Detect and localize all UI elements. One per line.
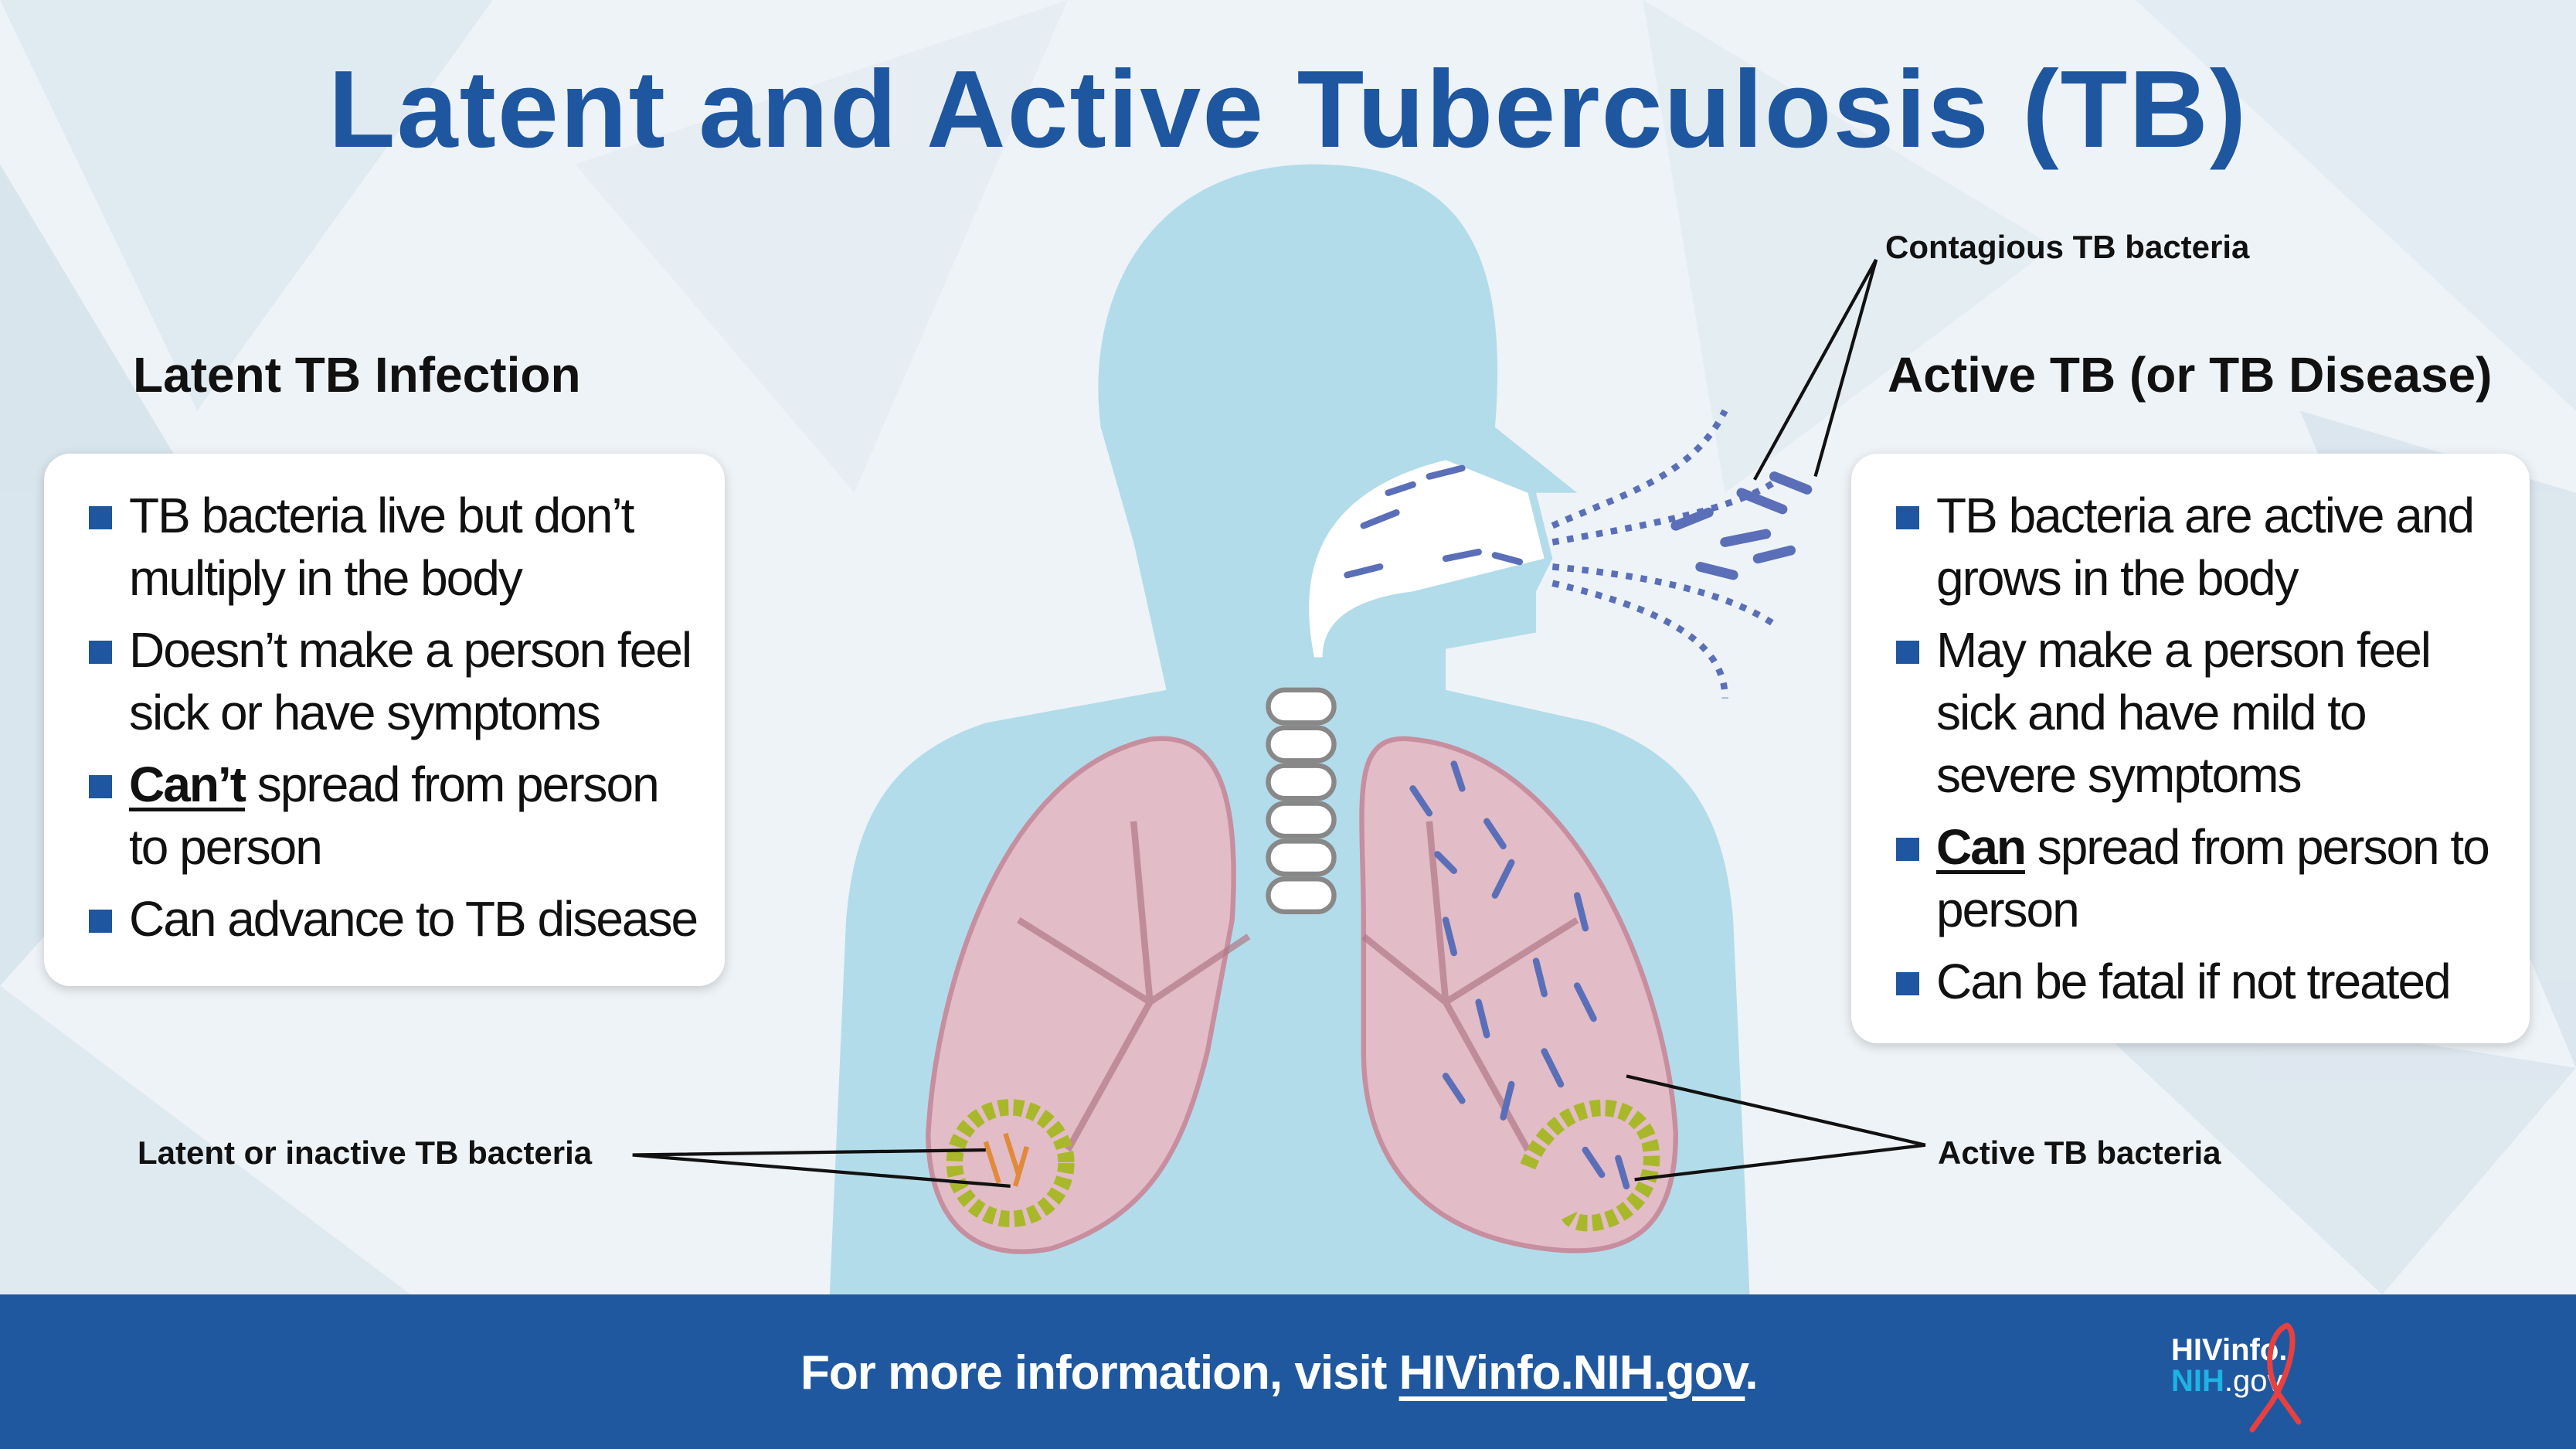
footer-text: For more information, visit HIVinfo.NIH.… (800, 1346, 1759, 1400)
red-ribbon-icon (2249, 1322, 2302, 1433)
active-bullet: Can be fatal if not treated (1896, 951, 2506, 1013)
latent-bullet: Can advance to TB disease (89, 888, 702, 951)
contagious-bacteria (1670, 471, 1813, 580)
bronchi (1017, 821, 1579, 1152)
hivinfo-link[interactable]: HIVinfo.NIH.gov (1398, 1346, 1746, 1400)
active-info-box: TB bacteria are active and grows in the … (1851, 454, 2530, 1043)
active-bullet: May make a person feel sick and have mil… (1896, 619, 2506, 807)
bullet-square-icon (89, 775, 112, 798)
contagious-callout: Contagious TB bacteria (1885, 229, 2250, 265)
airway (1309, 460, 1545, 658)
latent-callout: Latent or inactive TB bacteria (138, 1134, 593, 1171)
latent-bullet: Can’t spread from person to person (89, 753, 702, 879)
latent-heading: Latent TB Infection (133, 347, 581, 403)
lungs (926, 736, 1678, 1254)
right-lung (1359, 736, 1678, 1253)
active-bullet: Can spread from person to person (1896, 816, 2506, 941)
bullet-square-icon (1896, 506, 1919, 529)
cough-spray (1551, 409, 1785, 699)
trachea (1266, 687, 1337, 915)
active-heading: Active TB (or TB Disease) (1888, 347, 2493, 403)
left-lung (926, 736, 1236, 1254)
bullet-square-icon (1896, 838, 1919, 861)
page-title: Latent and Active Tuberculosis (TB) (328, 48, 2248, 171)
granuloma-active (1520, 1099, 1660, 1232)
latent-bullet: Doesn’t make a person feel sick or have … (89, 619, 702, 744)
bullet-square-icon (1896, 641, 1919, 664)
latent-info-box: TB bacteria live but don’t multiply in t… (44, 454, 725, 986)
bullet-square-icon (89, 506, 112, 529)
active-bullet: TB bacteria are active and grows in the … (1896, 485, 2506, 610)
callout-lines (632, 258, 1926, 1188)
bullet-square-icon (89, 910, 112, 933)
latent-bullet: TB bacteria live but don’t multiply in t… (89, 485, 702, 610)
bullet-square-icon (1896, 972, 1919, 995)
footer-banner: For more information, visit HIVinfo.NIH.… (0, 1294, 2576, 1449)
bullet-square-icon (89, 641, 112, 664)
active-callout: Active TB bacteria (1938, 1134, 2221, 1171)
granuloma-latent (946, 1099, 1075, 1228)
active-bacteria (1344, 464, 1630, 1190)
